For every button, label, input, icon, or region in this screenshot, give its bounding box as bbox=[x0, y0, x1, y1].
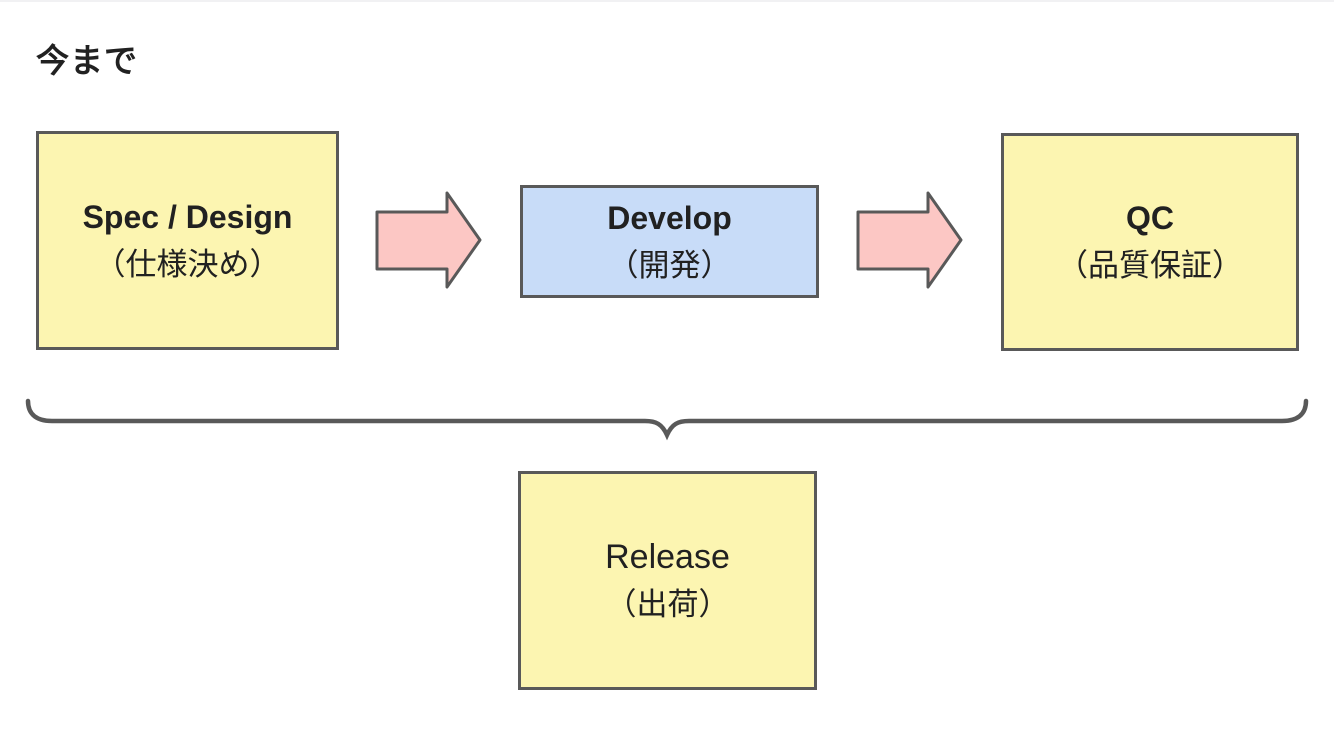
flow-box-sublabel: （開発） bbox=[607, 247, 732, 283]
flow-box-sublabel: （仕様決め） bbox=[94, 246, 281, 282]
screenshot-top-edge bbox=[0, 0, 1334, 2]
page-title: 今まで bbox=[36, 42, 138, 79]
flow-box-spec-design: Spec / Design （仕様決め） bbox=[36, 131, 339, 350]
flow-box-label: Spec / Design bbox=[82, 198, 293, 235]
curly-brace-path bbox=[25, 398, 1309, 441]
flow-arrow-right-icon bbox=[375, 191, 482, 289]
block-arrow-shape bbox=[856, 191, 963, 289]
flow-box-sublabel: （出荷） bbox=[605, 586, 730, 622]
flow-box-release: Release （出荷） bbox=[518, 471, 817, 690]
flow-box-label: QC bbox=[1126, 200, 1174, 236]
block-arrow-shape bbox=[375, 191, 482, 289]
curly-brace-down-icon bbox=[25, 398, 1309, 441]
flow-box-sublabel: （品質保証） bbox=[1057, 248, 1243, 283]
flow-box-develop: Develop （開発） bbox=[520, 185, 819, 298]
flow-box-label: Develop bbox=[607, 199, 732, 236]
flow-box-label: Release bbox=[605, 537, 730, 576]
flow-arrow-right-icon bbox=[856, 191, 963, 289]
flow-box-qc: QC （品質保証） bbox=[1001, 133, 1299, 351]
